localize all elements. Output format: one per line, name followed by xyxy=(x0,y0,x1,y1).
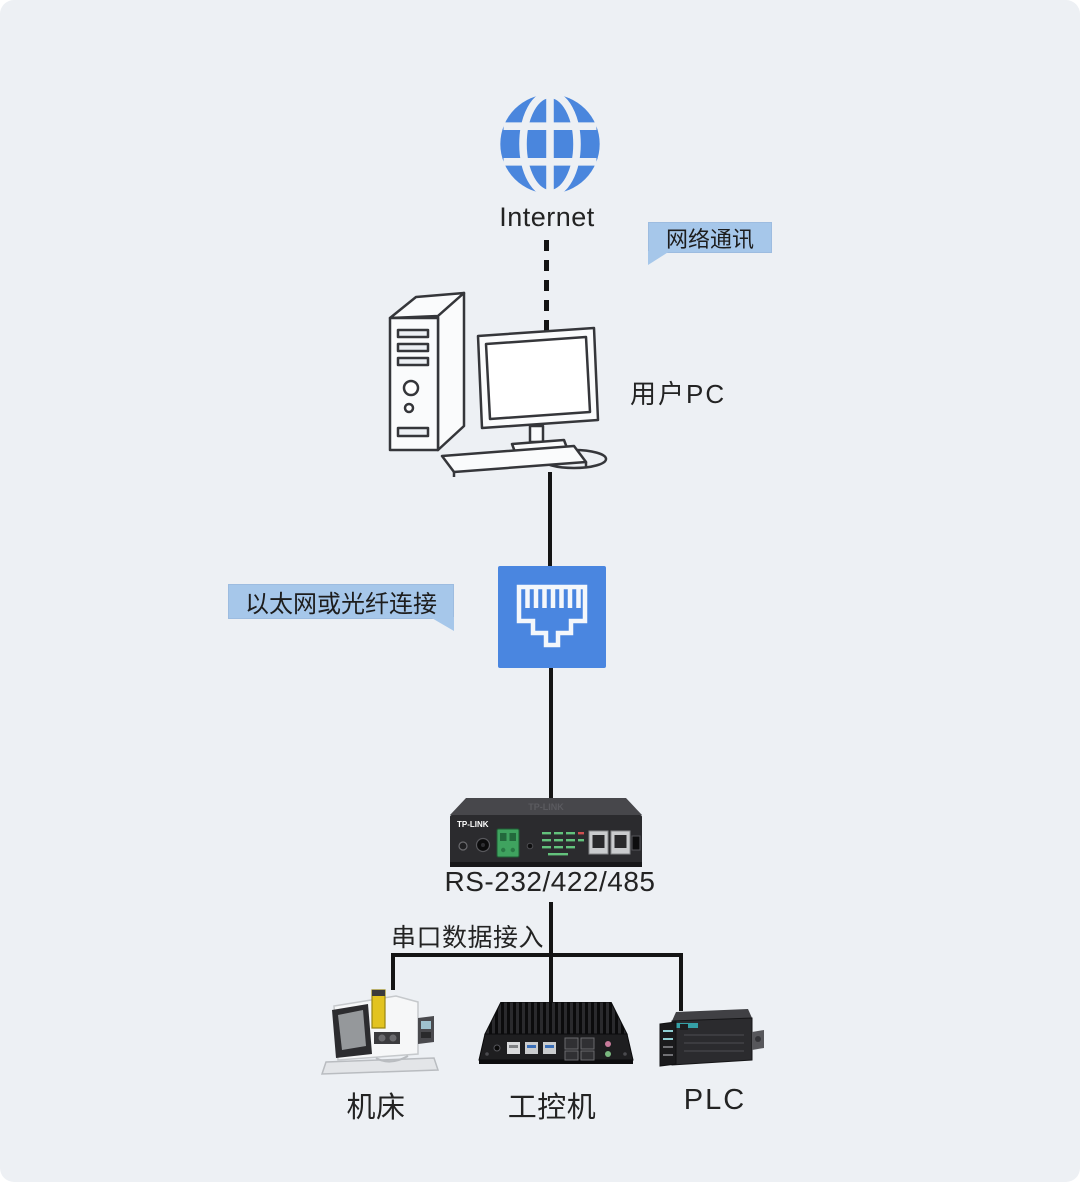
internet-globe-icon xyxy=(496,90,604,198)
branch-drop-plc xyxy=(679,953,683,1011)
industrial-pc-image xyxy=(477,1002,635,1068)
ethernet-callout-label: 以太网或光纤连接 xyxy=(245,591,437,618)
branch-drop-machine xyxy=(391,953,395,990)
branch-bus-line xyxy=(391,953,683,957)
network-callout-label: 网络通讯 xyxy=(665,226,754,252)
dashed-link-internet-pc xyxy=(544,240,549,332)
user-pc-label: 用户PC xyxy=(630,379,727,409)
callout-tail xyxy=(430,617,454,631)
internet-label: Internet xyxy=(499,202,595,232)
network-callout: 网络通讯 xyxy=(648,222,772,265)
link-server-branch xyxy=(549,902,553,957)
user-pc-illustration xyxy=(378,278,618,483)
device-brand-text: TP-LINK xyxy=(457,820,489,829)
endpoint-label-machine: 机床 xyxy=(346,1092,406,1124)
device-top-embossed-logo: TP-LINK xyxy=(528,802,564,812)
link-ethernet-server xyxy=(549,668,553,802)
serial-standards-label: RS-232/422/485 xyxy=(444,866,656,897)
branch-drop-ipc xyxy=(549,953,553,1005)
endpoint-label-plc: PLC xyxy=(683,1084,747,1116)
ethernet-callout: 以太网或光纤连接 xyxy=(228,584,454,631)
serial-access-label: 串口数据接入 xyxy=(391,924,545,952)
endpoint-label-ipc: 工控机 xyxy=(507,1092,597,1124)
machine-tool-image xyxy=(316,984,446,1080)
link-pc-ethernet xyxy=(548,472,552,568)
ethernet-port-icon xyxy=(498,566,606,668)
plc-image xyxy=(654,1008,768,1070)
serial-server-device: TP-LINK TP-LINK xyxy=(450,798,642,872)
